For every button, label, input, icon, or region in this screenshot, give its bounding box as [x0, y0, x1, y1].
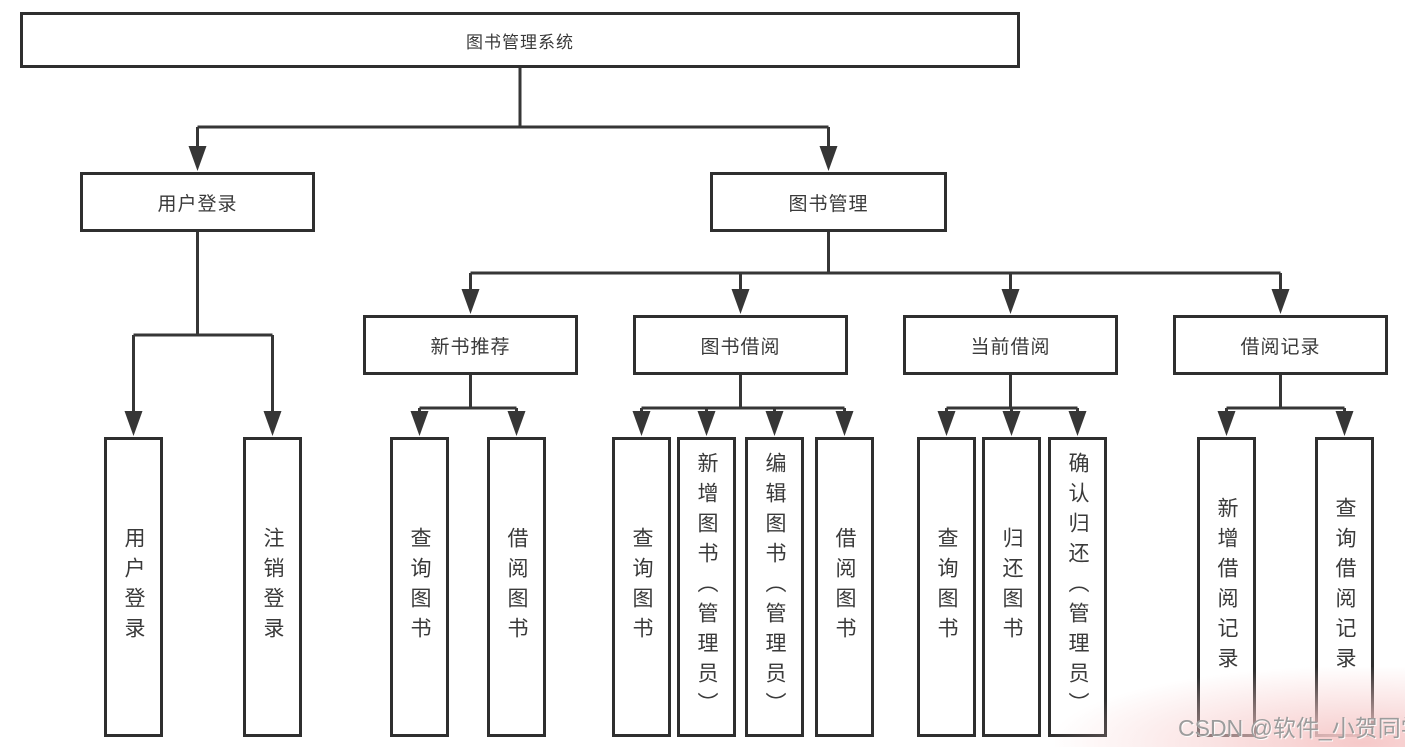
node-root: 图书管理系统 [20, 12, 1020, 68]
leaf-label: 确认归还（管理员） [1066, 452, 1089, 722]
connector-user-login-branch [124, 232, 282, 436]
leaf-label: 查询图书 [408, 527, 431, 647]
connector-current-branch [937, 375, 1087, 436]
leaf-query-books-current: 查询图书 [917, 437, 976, 737]
leaf-borrow-books-recommend: 借阅图书 [487, 437, 546, 737]
leaf-label: 借阅图书 [505, 527, 528, 647]
node-new-book-recommend: 新书推荐 [363, 315, 578, 375]
leaf-return-books: 归还图书 [982, 437, 1041, 737]
connector-records-branch [1217, 375, 1354, 436]
leaf-logout: 注销登录 [243, 437, 302, 737]
leaf-query-borrow-record: 查询借阅记录 [1315, 437, 1374, 737]
leaf-label: 查询图书 [630, 527, 653, 647]
leaf-label: 查询图书 [935, 527, 958, 647]
leaf-query-books-recommend: 查询图书 [390, 437, 449, 737]
leaf-query-books-borrow: 查询图书 [612, 437, 671, 737]
leaf-add-borrow-record: 新增借阅记录 [1197, 437, 1256, 737]
node-book-management: 图书管理 [710, 172, 947, 232]
leaf-label: 注销登录 [261, 527, 284, 647]
leaf-label: 查询借阅记录 [1333, 497, 1356, 677]
node-book-borrow: 图书借阅 [633, 315, 848, 375]
node-current-borrow: 当前借阅 [903, 315, 1118, 375]
leaf-add-books-admin: 新增图书（管理员） [677, 437, 736, 737]
leaf-label: 借阅图书 [833, 527, 856, 647]
connector-book-management-branch [461, 232, 1290, 314]
node-user-login: 用户登录 [80, 172, 315, 232]
leaf-label: 编辑图书（管理员） [763, 452, 786, 722]
connector-root-to-level2 [188, 68, 838, 171]
connector-borrow-branch [632, 375, 854, 436]
connector-recommend-branch [410, 375, 526, 436]
leaf-label: 新增图书（管理员） [695, 452, 718, 722]
leaf-user-login: 用户登录 [104, 437, 163, 737]
node-borrow-records: 借阅记录 [1173, 315, 1388, 375]
leaf-label: 新增借阅记录 [1215, 497, 1238, 677]
leaf-label: 归还图书 [1000, 527, 1023, 647]
csdn-watermark: CSDN @软件_小贺同学 [1178, 715, 1405, 741]
leaf-borrow-books: 借阅图书 [815, 437, 874, 737]
leaf-edit-books-admin: 编辑图书（管理员） [745, 437, 804, 737]
leaf-confirm-return-admin: 确认归还（管理员） [1048, 437, 1107, 737]
leaf-label: 用户登录 [122, 527, 145, 647]
